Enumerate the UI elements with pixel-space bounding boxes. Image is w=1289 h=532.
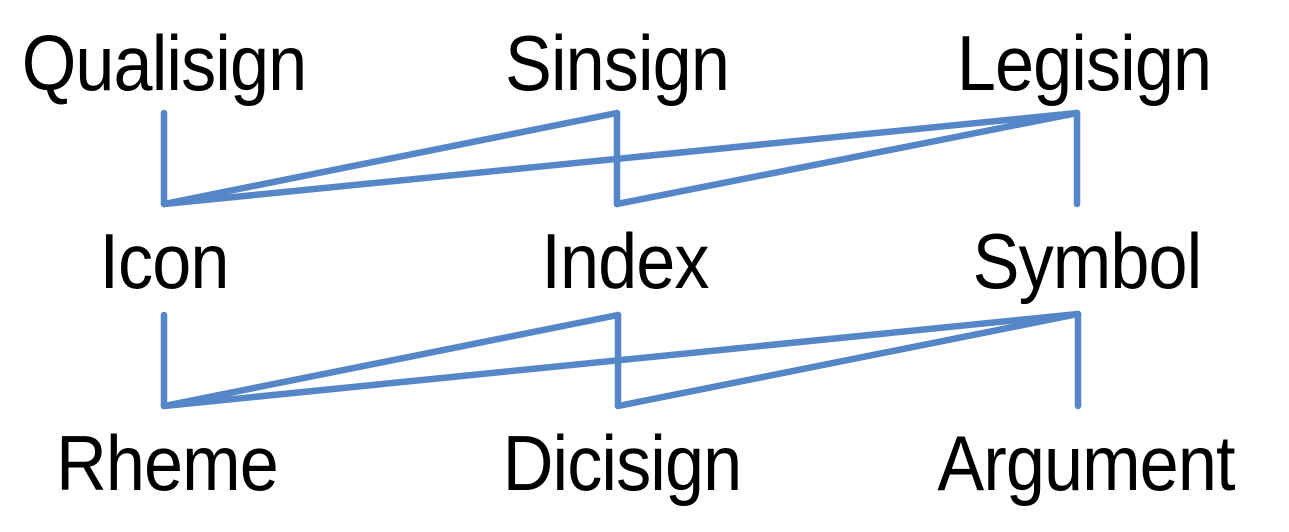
node-label: Argument — [937, 419, 1235, 507]
node-index: Index — [532, 222, 718, 300]
node-qualisign: Qualisign — [6, 24, 322, 102]
node-label: Symbol — [972, 217, 1203, 305]
node-label: Icon — [99, 217, 229, 305]
node-sinsign: Sinsign — [493, 24, 742, 102]
edge-legisign-icon — [160, 109, 1081, 208]
node-label: Qualisign — [21, 19, 307, 107]
node-rheme: Rheme — [44, 424, 290, 502]
node-label: Rheme — [56, 419, 279, 507]
node-label: Legisign — [956, 19, 1212, 107]
edge-legisign-index — [613, 109, 1081, 208]
edge-sinsign-icon — [160, 109, 621, 208]
node-legisign: Legisign — [943, 24, 1226, 102]
node-label: Sinsign — [505, 19, 730, 107]
node-dicisign: Dicisign — [489, 424, 754, 502]
node-symbol: Symbol — [960, 222, 1214, 300]
node-label: Index — [541, 217, 709, 305]
node-label: Dicisign — [502, 419, 742, 507]
node-icon: Icon — [92, 222, 235, 300]
edge-symbol-rheme — [160, 310, 1082, 410]
edge-index-rheme — [160, 311, 622, 410]
node-argument: Argument — [921, 424, 1251, 502]
edge-symbol-dicisign — [614, 310, 1082, 410]
